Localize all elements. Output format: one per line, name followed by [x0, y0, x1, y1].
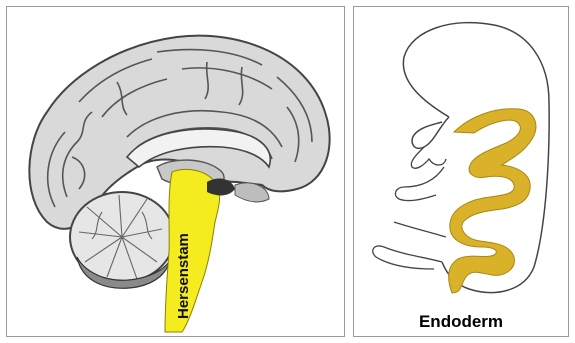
embryo-knee — [394, 222, 446, 237]
embryo-leg — [373, 246, 442, 269]
embryo-arm — [395, 167, 444, 201]
brainstem-label: Hersenstam — [175, 233, 192, 319]
endoderm-highlight — [449, 109, 536, 293]
embryo-hand — [411, 147, 446, 168]
brainstem-highlight — [165, 169, 220, 332]
embryo-face — [412, 117, 449, 148]
embryo-illustration — [354, 7, 569, 337]
endoderm-label: Endoderm — [354, 312, 568, 332]
embryo-diagram-panel: Endoderm — [353, 6, 569, 337]
brain-diagram-panel: Hersenstam — [6, 6, 345, 337]
